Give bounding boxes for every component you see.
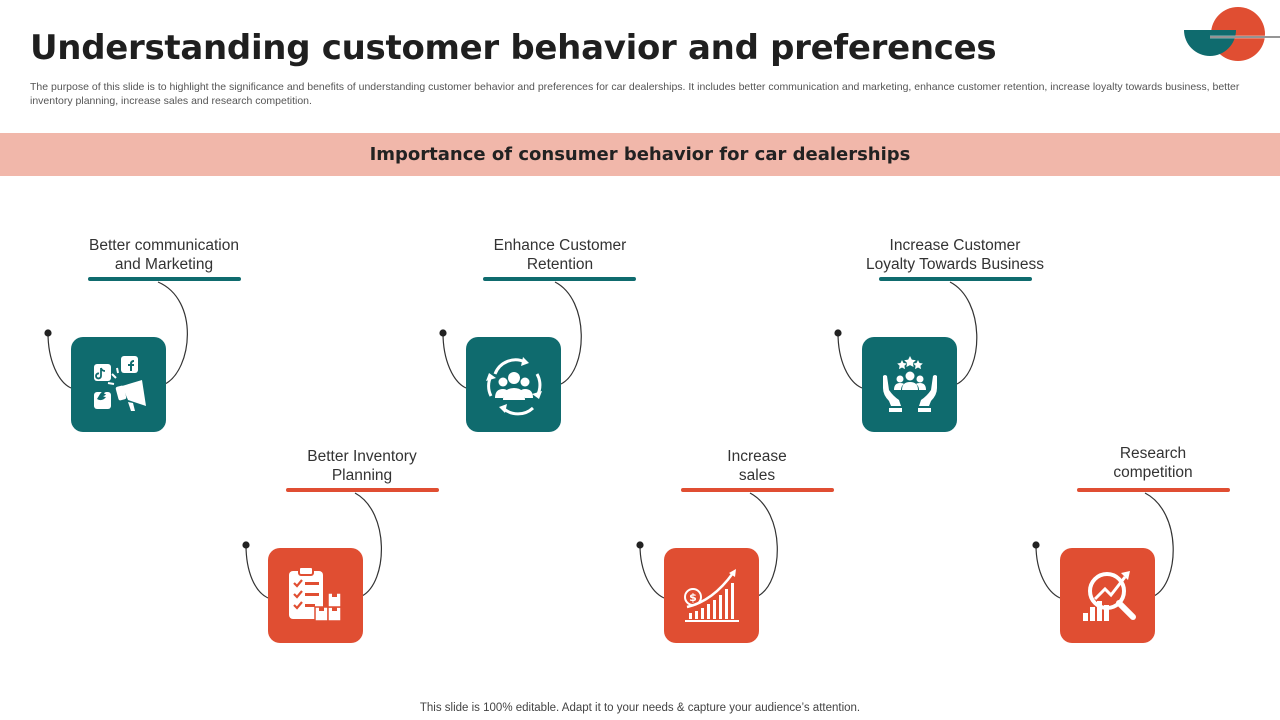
- brand-logo: [1184, 7, 1280, 61]
- connector-dot: [1032, 541, 1040, 549]
- connector-dot: [242, 541, 250, 549]
- inventory-card: [268, 548, 363, 643]
- item-underline: [286, 488, 439, 492]
- connector-curve: [837, 332, 863, 389]
- connector-curve: [442, 332, 467, 389]
- inventory-checklist-icon: [288, 565, 342, 622]
- connector-dot: [834, 329, 842, 337]
- connector-curve: [245, 544, 269, 599]
- item-label-research: Research competition: [1113, 445, 1193, 481]
- connector-dot: [439, 329, 447, 337]
- item-label-retention: Enhance Customer Retention: [493, 237, 627, 273]
- item-underline: [681, 488, 834, 492]
- connector-dot: [44, 329, 52, 337]
- connector-curve: [639, 544, 665, 599]
- sales-growth-chart-icon: $: [683, 568, 739, 622]
- page-subtitle: The purpose of this slide is to highligh…: [30, 81, 1240, 107]
- item-underline: [879, 277, 1032, 281]
- social-media-megaphone-icon: [93, 355, 146, 411]
- connector-curve: [47, 332, 72, 389]
- connector-dot: [636, 541, 644, 549]
- retention-card: [466, 337, 561, 432]
- svg-text:$: $: [689, 591, 697, 604]
- page-title: Understanding customer behavior and pref…: [30, 28, 997, 68]
- connector-curve: [1035, 544, 1061, 599]
- research-card: [1060, 548, 1155, 643]
- item-label-sales: Increase sales: [727, 448, 787, 484]
- magnifier-research-icon: [1082, 570, 1136, 621]
- communication-card: [71, 337, 166, 432]
- item-underline: [483, 277, 636, 281]
- loyalty-card: [862, 337, 957, 432]
- sales-card: $: [664, 548, 759, 643]
- banner-title: Importance of consumer behavior for car …: [369, 144, 911, 165]
- item-label-communication: Better communication and Marketing: [89, 237, 239, 273]
- item-label-loyalty: Increase Customer Loyalty Towards Busine…: [865, 237, 1045, 273]
- item-label-inventory: Better Inventory Planning: [307, 448, 417, 484]
- item-underline: [88, 277, 241, 281]
- customer-retention-cycle-icon: [485, 356, 542, 415]
- footer-note: This slide is 100% editable. Adapt it to…: [419, 702, 861, 714]
- item-underline: [1077, 488, 1230, 492]
- section-banner: Importance of consumer behavior for car …: [0, 133, 1280, 176]
- loyalty-hands-stars-icon: [882, 355, 937, 412]
